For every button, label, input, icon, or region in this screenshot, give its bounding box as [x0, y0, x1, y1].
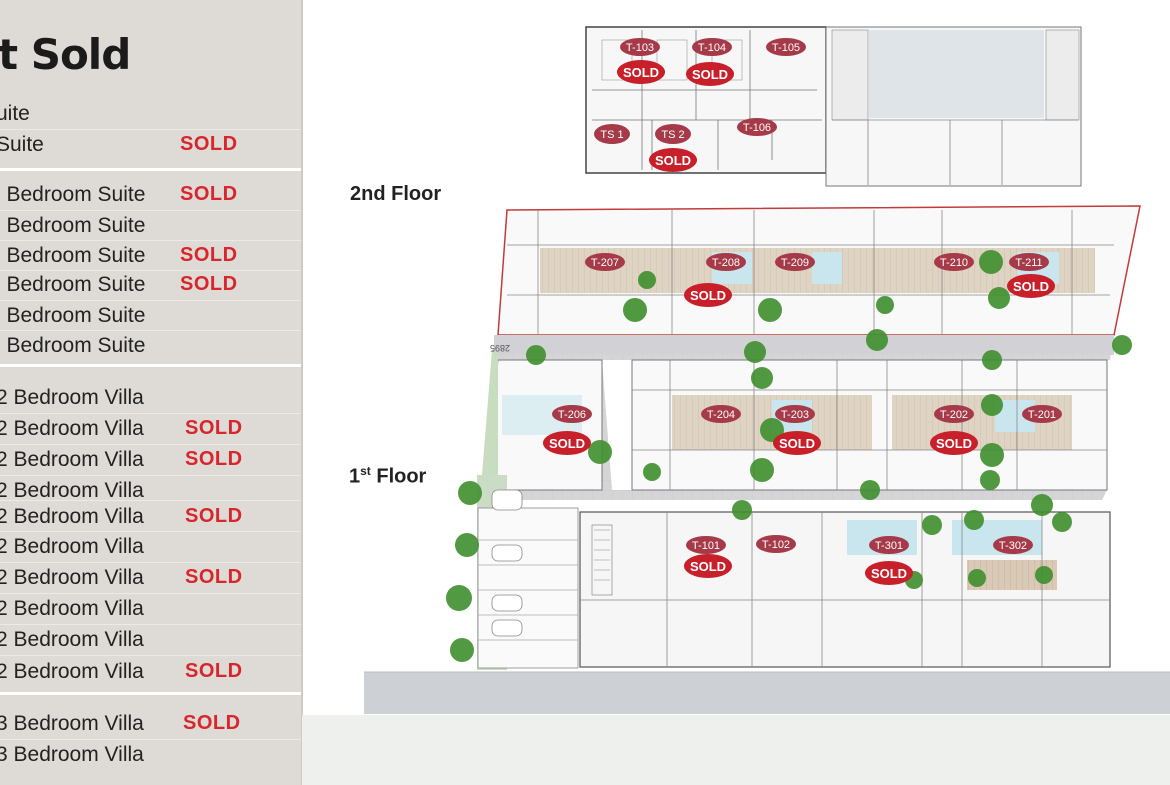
- unit-t211[interactable]: T-211: [1009, 253, 1049, 271]
- unit-t102[interactable]: T-102: [756, 535, 796, 553]
- unit-ts2[interactable]: TS 2: [655, 124, 691, 144]
- svg-text:T-210: T-210: [940, 257, 968, 269]
- site-plan-drawing: 2895 T-103 T-104 T-105 TS 1 TS 2 T-106 T…: [302, 26, 1170, 785]
- ground-floor-block: [477, 489, 1111, 669]
- unit-t207[interactable]: T-207: [585, 253, 625, 271]
- sold-badge: SOLD: [684, 283, 732, 307]
- sold-badge: SOLD: [543, 431, 591, 455]
- floor-plan: 2nd Floor 1st Floor: [302, 0, 1170, 785]
- top-floor-block: [585, 26, 1082, 187]
- svg-text:SOLD: SOLD: [692, 67, 728, 82]
- svg-text:TS 2: TS 2: [661, 129, 684, 141]
- svg-text:T-201: T-201: [1028, 409, 1056, 421]
- unit-t208[interactable]: T-208: [706, 253, 746, 271]
- svg-text:SOLD: SOLD: [623, 65, 659, 80]
- svg-text:T-101: T-101: [692, 540, 720, 552]
- svg-text:TS 1: TS 1: [600, 129, 623, 141]
- svg-text:T-105: T-105: [772, 42, 800, 54]
- unit-t209[interactable]: T-209: [775, 253, 815, 271]
- svg-text:T-208: T-208: [712, 257, 740, 269]
- unit-t302[interactable]: T-302: [993, 536, 1033, 554]
- svg-text:T-209: T-209: [781, 257, 809, 269]
- unit-t206[interactable]: T-206: [552, 405, 592, 423]
- svg-text:SOLD: SOLD: [871, 566, 907, 581]
- list-item: l Bedroom Suite: [0, 304, 146, 327]
- floor-1-label: 1st Floor: [349, 464, 427, 488]
- unit-t203[interactable]: T-203: [775, 405, 815, 423]
- sold-badge: SOLD: [930, 431, 978, 455]
- unit-ts1[interactable]: TS 1: [594, 124, 630, 144]
- landscape-trees: [446, 250, 1132, 662]
- sold-badge: SOLD: [773, 431, 821, 455]
- svg-text:SOLD: SOLD: [936, 436, 972, 451]
- list-item: uite: [0, 102, 30, 125]
- unit-t105[interactable]: T-105: [766, 38, 806, 56]
- svg-text:T-202: T-202: [940, 409, 968, 421]
- svg-text:SOLD: SOLD: [690, 559, 726, 574]
- unit-t201[interactable]: T-201: [1022, 405, 1062, 423]
- sold-badge: SOLD: [180, 133, 238, 155]
- list-item: 2 Bedroom Villa: [0, 386, 144, 409]
- unit-t210[interactable]: T-210: [934, 253, 974, 271]
- svg-text:T-102: T-102: [762, 539, 790, 551]
- sold-badge: SOLD: [686, 62, 734, 86]
- unit-t106[interactable]: T-106: [737, 118, 777, 136]
- sold-badge: SOLD: [617, 60, 665, 84]
- unit-t301[interactable]: T-301: [869, 536, 909, 554]
- svg-text:T-211: T-211: [1015, 257, 1042, 269]
- list-item: 2 Bedroom Villa: [0, 535, 144, 558]
- svg-text:T-206: T-206: [558, 409, 586, 421]
- unit-t202[interactable]: T-202: [934, 405, 974, 423]
- svg-text:SOLD: SOLD: [1013, 279, 1049, 294]
- svg-text:T-207: T-207: [591, 257, 619, 269]
- list-item: 2 Bedroom Villa: [0, 597, 144, 620]
- svg-text:T-104: T-104: [698, 42, 726, 54]
- first-floor-upper-block: [484, 359, 1108, 491]
- list-item: 2 Bedroom Villa: [0, 628, 144, 651]
- svg-text:T-301: T-301: [875, 540, 903, 552]
- svg-text:T-204: T-204: [707, 409, 735, 421]
- list-item: l Bedroom Suite: [0, 214, 146, 237]
- list-item: 2 Bedroom Villa: [0, 479, 144, 502]
- svg-text:T-203: T-203: [781, 409, 809, 421]
- street-number: 2895: [490, 343, 510, 353]
- svg-text:SOLD: SOLD: [549, 436, 585, 451]
- panel-title: t Sold: [0, 30, 131, 79]
- sold-badge: SOLD: [649, 148, 697, 172]
- unit-t104[interactable]: T-104: [692, 38, 732, 56]
- second-floor-block: [497, 205, 1141, 336]
- unit-t103[interactable]: T-103: [620, 38, 660, 56]
- unit-t101[interactable]: T-101: [686, 536, 726, 554]
- svg-text:SOLD: SOLD: [779, 436, 815, 451]
- sold-badge: SOLD: [684, 554, 732, 578]
- unit-t204[interactable]: T-204: [701, 405, 741, 423]
- svg-text:T-103: T-103: [626, 42, 654, 54]
- svg-text:SOLD: SOLD: [690, 288, 726, 303]
- list-item: 3 Bedroom Villa: [0, 743, 144, 766]
- svg-text:T-302: T-302: [999, 540, 1027, 552]
- sold-badge: SOLD: [865, 561, 913, 585]
- svg-text:SOLD: SOLD: [655, 153, 691, 168]
- floor-2-label: 2nd Floor: [350, 183, 442, 205]
- sold-badge: SOLD: [1007, 274, 1055, 298]
- svg-text:T-106: T-106: [743, 122, 771, 134]
- list-item: l Bedroom Suite: [0, 334, 146, 357]
